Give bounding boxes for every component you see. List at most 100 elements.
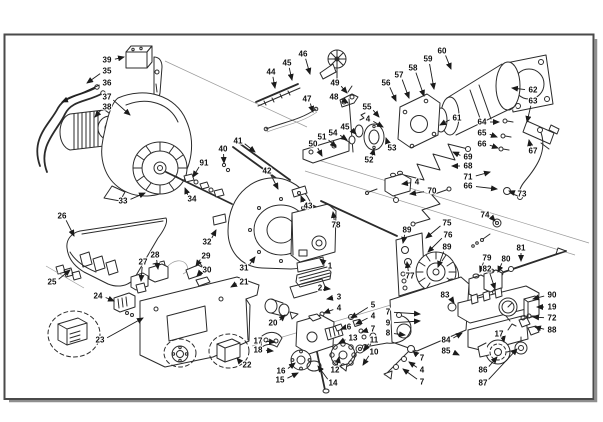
part-leader-85 [452,349,460,356]
part-label-22: 22 [243,361,252,370]
part-label-56: 56 [382,79,391,88]
part-label-49: 49 [331,79,340,88]
part-leader-31 [249,256,256,265]
part-label-69: 69 [464,153,473,162]
part-leader-32 [210,229,217,239]
part-label-25: 25 [48,278,57,287]
part-leader-67 [527,139,534,147]
part-label-66: 66 [464,182,473,191]
part-leader-4 [373,120,384,128]
part-leader-16 [287,362,296,370]
part-label-4: 4 [371,312,376,321]
part-label-58: 58 [409,64,418,73]
part-label-82: 82 [483,265,492,274]
part-leader-72 [532,314,545,321]
part-leader-3 [326,294,334,301]
part-label-81: 81 [517,244,526,253]
part-leader-58 [415,72,425,97]
part-leader-18 [265,347,274,354]
part-leader-17 [499,335,506,343]
part-label-71: 71 [464,173,473,182]
part-leader-1 [319,258,327,266]
part-leader-87 [488,348,518,380]
part-leader-59 [429,63,436,90]
part-leader-28 [154,259,161,270]
part-leader-36 [61,84,100,103]
part-label-60: 60 [438,47,447,56]
part-leader-33 [130,192,146,200]
part-leader-7 [361,327,369,334]
part-leader-48 [341,97,349,104]
part-label-91: 91 [200,159,209,168]
part-leader-66 [475,185,498,192]
part-label-47: 47 [303,95,312,104]
part-label-65: 65 [478,129,487,138]
part-label-66: 66 [478,140,487,149]
part-label-40: 40 [219,145,228,154]
part-leader-77 [404,261,411,272]
part-leader-80 [497,263,504,273]
part-label-13: 13 [349,334,358,343]
part-label-32: 32 [203,238,212,247]
part-leader-82 [489,273,496,290]
part-label-67: 67 [529,147,538,156]
part-leader-11 [363,343,370,352]
part-label-87: 87 [479,379,488,388]
part-leader-23 [106,317,144,339]
part-label-2: 2 [318,284,323,293]
part-leader-46 [305,58,312,75]
part-label-14: 14 [329,379,338,388]
part-leader-21 [230,281,238,288]
part-label-52: 52 [365,156,374,165]
part-leader-79 [479,262,485,273]
part-leader-27 [138,266,145,282]
part-label-34: 34 [188,195,197,204]
part-label-7: 7 [420,354,425,363]
part-label-9: 9 [386,319,391,328]
part-label-90: 90 [548,291,557,300]
blower-assembly-art [36,45,323,211]
part-leader-43 [300,195,307,203]
part-leader-8 [393,331,406,338]
motor-assembly-art [365,54,567,277]
part-leader-13 [338,337,346,344]
part-leader-42 [270,175,279,190]
part-label-17: 17 [254,337,263,346]
part-leader-44 [270,76,277,89]
part-leader-83 [448,296,455,304]
part-leader-73 [508,190,516,196]
part-label-86: 86 [479,366,488,375]
part-leader-45 [349,127,357,135]
part-leader-12 [334,356,341,366]
part-leader-60 [445,55,452,70]
part-label-46: 46 [299,50,308,59]
part-label-75: 75 [443,219,452,228]
part-label-83: 83 [441,291,450,300]
part-leader-86 [488,356,498,367]
hood-and-chassis-art [45,217,260,369]
part-leader-52 [369,148,376,156]
part-leader-71 [475,170,491,177]
part-label-38: 38 [103,103,112,112]
part-label-55: 55 [363,103,372,112]
part-label-4: 4 [337,304,342,313]
part-leader-7 [412,350,420,358]
part-label-16: 16 [277,367,286,376]
part-label-85: 85 [442,347,451,356]
part-label-57: 57 [395,71,404,80]
part-label-70: 70 [428,187,437,196]
part-leader-74 [488,214,496,222]
part-leader-50 [316,147,323,157]
part-label-72: 72 [548,314,557,323]
part-label-68: 68 [464,162,473,171]
part-label-15: 15 [276,376,285,385]
part-label-48: 48 [330,93,339,102]
part-leader-62 [511,85,526,92]
part-label-5: 5 [371,301,376,310]
part-label-88: 88 [548,326,557,335]
part-leader-55 [372,109,380,118]
part-label-80: 80 [502,255,511,264]
part-leader-61 [439,119,450,126]
